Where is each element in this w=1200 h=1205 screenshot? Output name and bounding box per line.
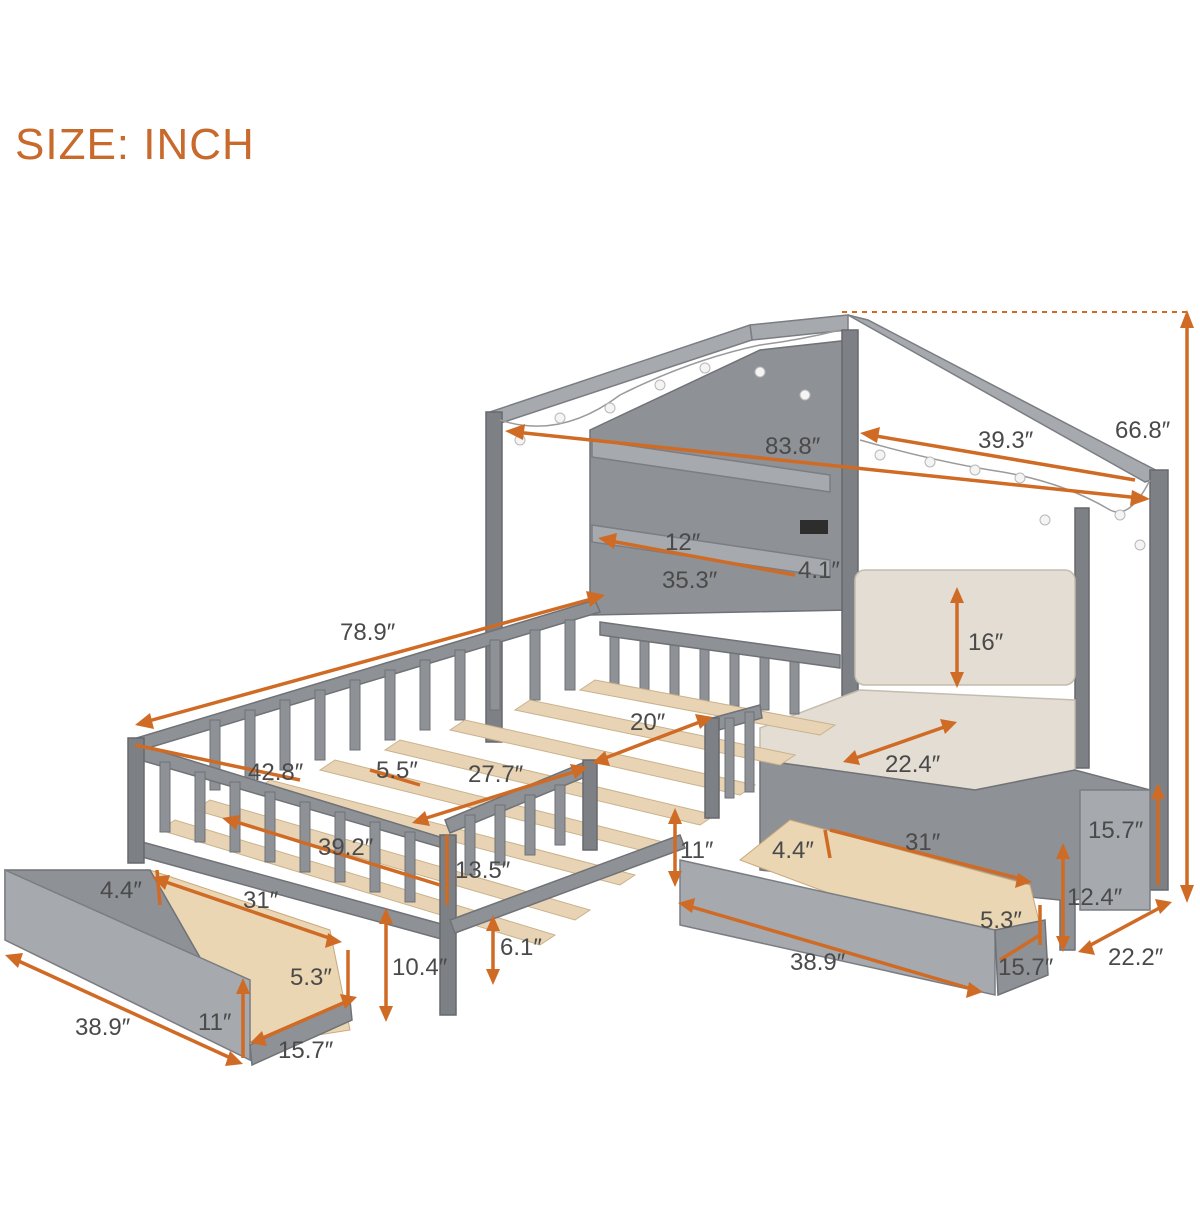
dim-left-drawer-height: 11″ [198,1009,232,1036]
dim-right-drawer-side-height: 5.3″ [980,907,1022,934]
foot-left-post [127,737,145,864]
dim-clearance: 6.1″ [500,934,542,961]
dimension-arrows [5,310,1194,1066]
dim-left-drawer-side-height: 5.3″ [290,964,332,991]
string-light-wire-left [499,329,841,427]
bench-side-panel [1079,789,1151,911]
dim-cushion-height: 16″ [968,629,1004,656]
dim-slat-gap: 5.5″ [376,757,418,784]
dim-right-drawer-inner-length: 31″ [905,829,941,856]
dim-bed-width: 42.8″ [248,759,304,786]
right-post [1149,469,1169,891]
dim-right-drawer-length: 38.9″ [790,949,846,976]
dim-bench-base: 12.4″ [1067,884,1123,911]
dim-left-drawer-width: 15.7″ [278,1037,334,1064]
bench-guard-spindles [724,711,755,799]
side-guard-post [582,759,598,851]
bench-guard-post [704,717,720,819]
dim-bench-depth: 22.4″ [885,751,941,778]
head-rail-top [599,621,841,669]
dim-side-rail: 27.7″ [468,761,524,788]
dim-leg-height: 10.4″ [392,954,448,981]
dim-shelf-depth: 4.1″ [798,557,840,584]
inner-post [1074,507,1090,769]
dim-shelf-top: 12″ [665,529,701,556]
dim-bed-length: 78.9″ [340,619,396,646]
dim-rail-height: 13.5″ [455,857,511,884]
dim-height-total: 66.8″ [1115,417,1171,444]
left-drawer-face [4,868,251,1062]
dim-right-drawer-width: 15.7″ [998,954,1054,981]
page-title: SIZE: INCH [15,120,255,169]
back-rail-spindles [209,619,576,791]
dim-right-drawer-inner-depth: 4.4″ [772,837,814,864]
bench-backrest [854,569,1076,686]
side-rail-bottom [449,834,686,934]
usb-port-icon [800,520,828,534]
shelf-bottom [591,524,831,578]
shelf-top [591,439,831,493]
dim-left-drawer-inner-length: 31″ [243,887,279,914]
dim-left-drawer-inner-depth: 4.4″ [100,877,142,904]
dim-roof-short: 39.3″ [978,427,1034,454]
light-bulbs [514,362,1146,551]
side-guard-spindles [464,784,566,876]
dim-right-drawer-height: 11″ [680,837,714,864]
dim-rail-length: 39.2″ [318,834,374,861]
head-rail-spindles [609,629,800,715]
dim-bench-height: 15.7″ [1088,817,1144,844]
dim-left-drawer-length: 38.9″ [75,1014,131,1041]
dim-bench-gap: 20″ [630,709,666,736]
foot-rail-spindles [159,761,416,903]
dim-shelf-width: 35.3″ [662,567,718,594]
dim-bench-width: 22.2″ [1108,944,1164,971]
dim-roof-length: 83.8″ [765,433,821,460]
roof-ridge [749,314,849,341]
